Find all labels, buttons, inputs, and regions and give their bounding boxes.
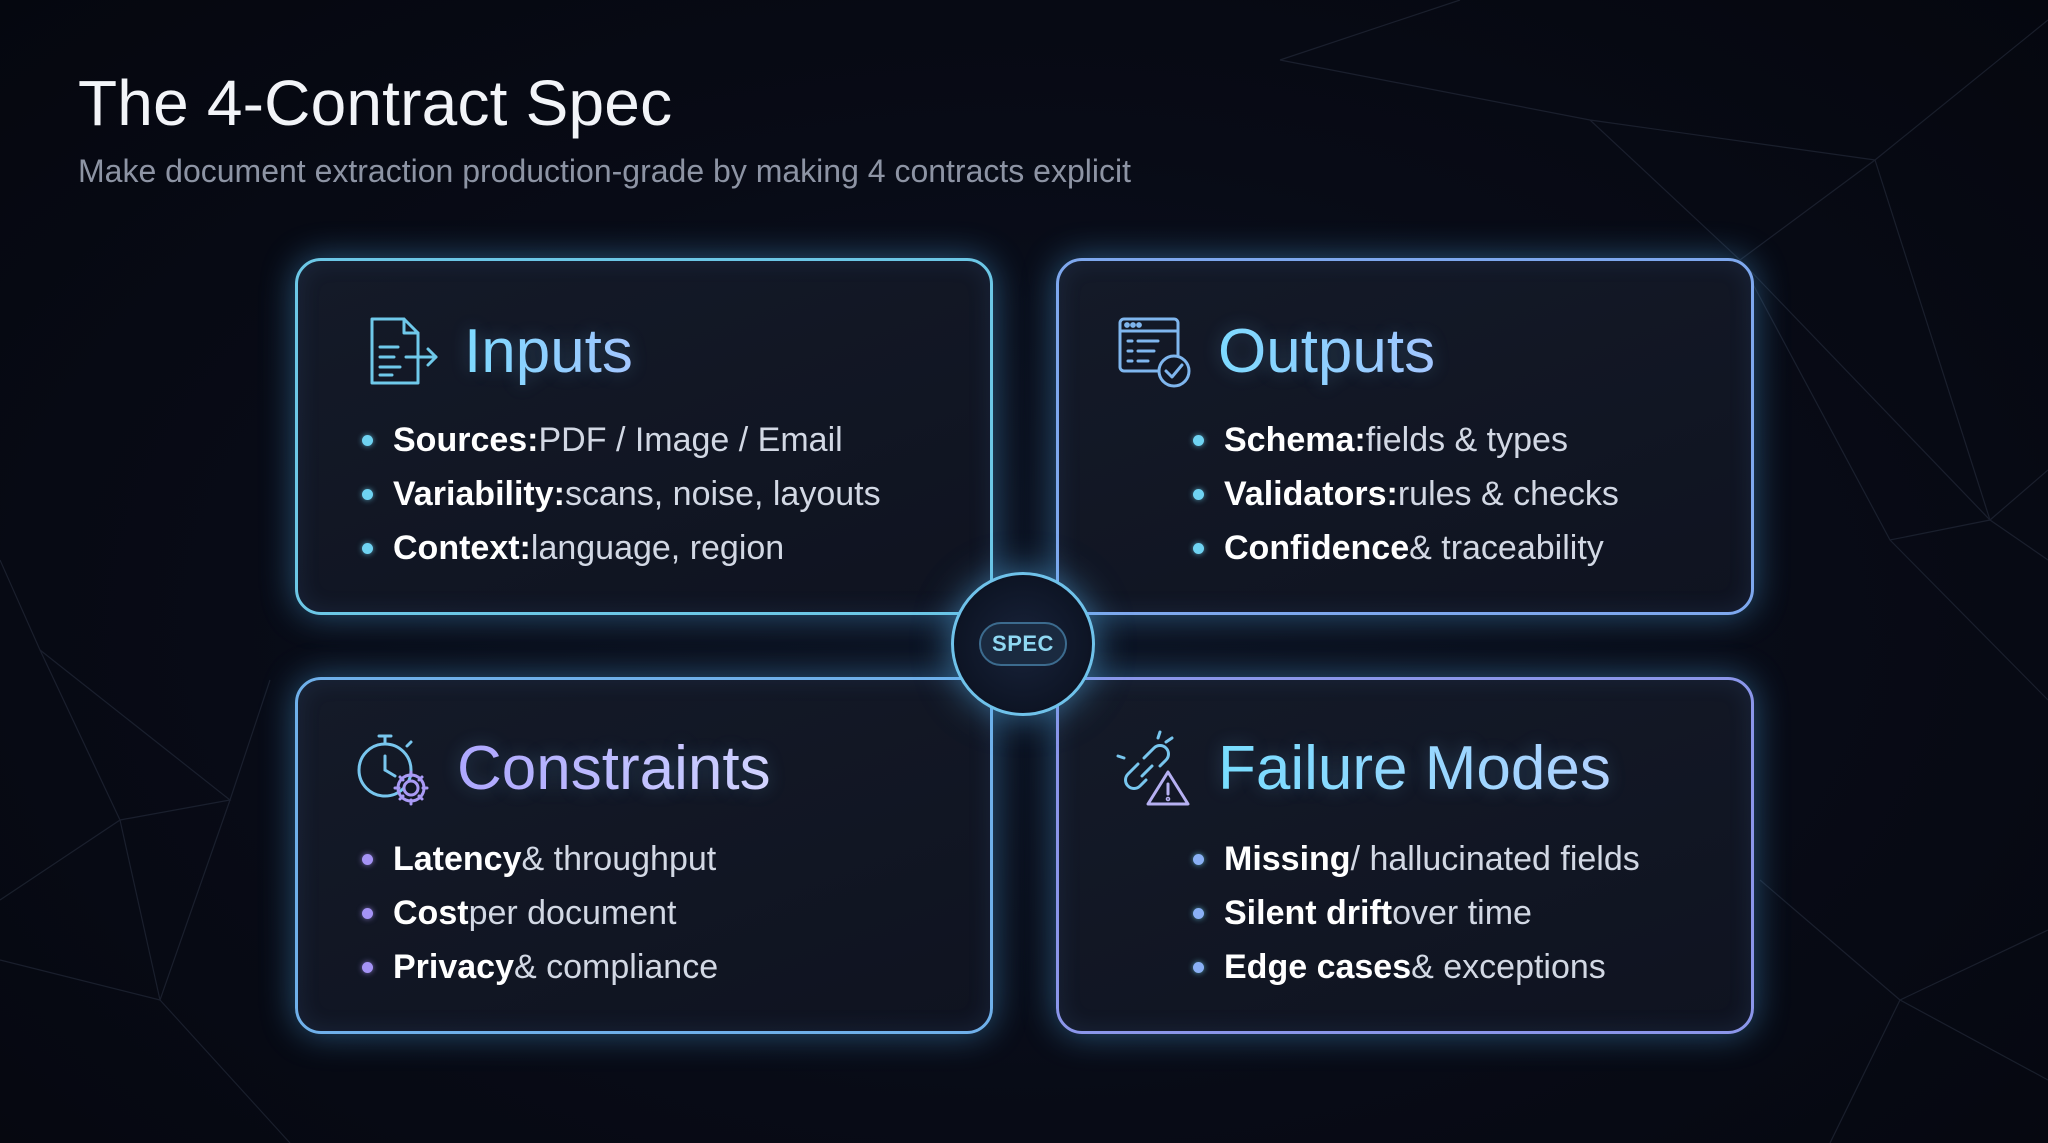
card-outputs-title: Outputs — [1218, 316, 1436, 386]
list-item: Context: language, region — [362, 521, 881, 575]
card-constraints-title: Constraints — [457, 733, 771, 803]
list-item: Edge cases & exceptions — [1193, 940, 1640, 994]
stopwatch-gear-icon — [353, 728, 433, 808]
item-text: fields & types — [1365, 421, 1568, 459]
list-item: Privacy & compliance — [362, 940, 718, 994]
card-outputs-list: Schema: fields & types Validators: rules… — [1193, 413, 1619, 575]
card-outputs-header: Outputs — [1114, 311, 1435, 391]
item-text: & traceability — [1409, 529, 1604, 567]
bullet-dot — [362, 434, 373, 446]
list-item: Validators: rules & checks — [1193, 467, 1619, 521]
item-label: Silent drift — [1224, 894, 1393, 932]
card-inputs-list: Sources: PDF / Image / Email Variability… — [362, 413, 881, 575]
bullet-dot — [1193, 907, 1204, 919]
bullet-dot — [1193, 488, 1204, 500]
card-failure-modes-header: Failure Modes — [1114, 728, 1611, 808]
list-item: Variability: scans, noise, layouts — [362, 467, 881, 521]
bullet-dot — [1193, 961, 1204, 973]
card-failure-modes-list: Missing / hallucinated fields Silent dri… — [1193, 832, 1640, 994]
list-item: Missing / hallucinated fields — [1193, 832, 1640, 886]
item-text: language, region — [530, 529, 785, 567]
item-label: Schema: — [1224, 421, 1366, 459]
item-text: / hallucinated fields — [1350, 840, 1640, 878]
card-failure-modes: Failure Modes Missing / hallucinated fie… — [1056, 677, 1754, 1034]
item-text: PDF / Image / Email — [538, 421, 843, 459]
item-label: Missing — [1224, 840, 1351, 878]
item-text: rules & checks — [1397, 475, 1619, 513]
card-constraints: Constraints Latency & throughput Cost pe… — [295, 677, 993, 1034]
item-label: Sources: — [393, 421, 539, 459]
list-item: Confidence & traceability — [1193, 521, 1619, 575]
card-outputs: Outputs Schema: fields & types Validator… — [1056, 258, 1754, 615]
broken-link-warning-icon — [1114, 728, 1194, 808]
card-failure-modes-title: Failure Modes — [1218, 733, 1611, 803]
item-text: & exceptions — [1411, 948, 1606, 986]
item-label: Edge cases — [1224, 948, 1412, 986]
bullet-dot — [362, 961, 373, 973]
list-item: Silent drift over time — [1193, 886, 1640, 940]
document-arrow-icon — [360, 311, 440, 391]
item-label: Confidence — [1224, 529, 1410, 567]
item-label: Validators: — [1224, 475, 1398, 513]
item-text: & compliance — [514, 948, 719, 986]
item-text: over time — [1392, 894, 1532, 932]
card-inputs-title: Inputs — [464, 316, 633, 386]
bullet-dot — [1193, 853, 1204, 865]
bullet-dot — [362, 853, 373, 865]
list-item: Sources: PDF / Image / Email — [362, 413, 881, 467]
item-label: Cost — [393, 894, 469, 932]
item-text: & throughput — [521, 840, 717, 878]
spec-hub: SPEC — [951, 572, 1095, 716]
bullet-dot — [1193, 542, 1204, 554]
bullet-dot — [362, 488, 373, 500]
slide-subtitle: Make document extraction production-grad… — [78, 153, 1131, 189]
checked-form-icon — [1114, 311, 1194, 391]
card-constraints-list: Latency & throughput Cost per document P… — [362, 832, 718, 994]
item-text: per document — [468, 894, 677, 932]
item-label: Privacy — [393, 948, 514, 986]
list-item: Latency & throughput — [362, 832, 718, 886]
card-inputs-header: Inputs — [360, 311, 633, 391]
card-constraints-header: Constraints — [353, 728, 771, 808]
item-text: scans, noise, layouts — [564, 475, 881, 513]
slide-title: The 4-Contract Spec — [78, 67, 673, 139]
list-item: Cost per document — [362, 886, 718, 940]
bullet-dot — [362, 907, 373, 919]
item-label: Context: — [393, 529, 531, 567]
spec-badge: SPEC — [979, 622, 1067, 666]
bullet-dot — [362, 542, 373, 554]
card-inputs: Inputs Sources: PDF / Image / Email Vari… — [295, 258, 993, 615]
item-label: Latency — [393, 840, 522, 878]
list-item: Schema: fields & types — [1193, 413, 1619, 467]
bullet-dot — [1193, 434, 1204, 446]
item-label: Variability: — [393, 475, 565, 513]
